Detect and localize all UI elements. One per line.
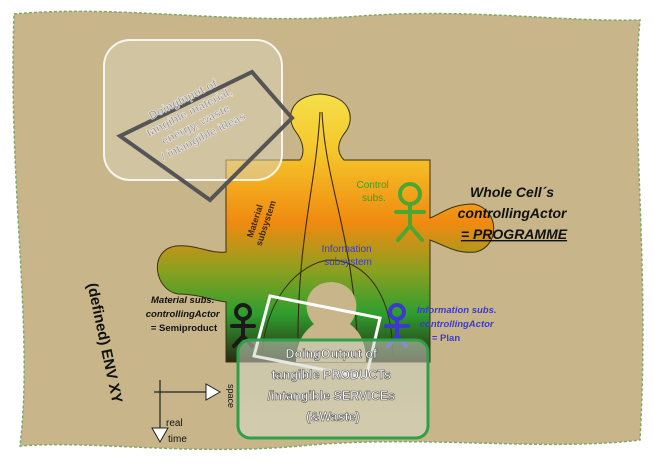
material-actor-line-2: controllingActor bbox=[146, 309, 221, 320]
control-actor-icon bbox=[394, 182, 426, 242]
input-box bbox=[103, 39, 283, 181]
subsystem-divider-right bbox=[321, 111, 359, 363]
information-actor-line-3: = Plan bbox=[432, 333, 460, 344]
information-subsystem-line-2: subsystem bbox=[324, 257, 372, 268]
material-actor-label: Material subs. controllingActor = Semipr… bbox=[146, 295, 223, 334]
output-line-1: DoingOutput of bbox=[285, 347, 377, 361]
output-box-text: DoingOutput of tangible PRODUCTs /intang… bbox=[267, 347, 398, 424]
information-actor-label: Information subs. controllingActor = Pla… bbox=[417, 305, 499, 344]
time-arrow-icon bbox=[151, 427, 169, 444]
material-actor-line-3: = Semiproduct bbox=[151, 323, 218, 334]
subsystem-divider-arc bbox=[261, 259, 393, 363]
control-subs-line-2: subs. bbox=[362, 193, 386, 204]
whole-cell-line-3: = PROGRAMME bbox=[461, 226, 568, 242]
subsystem-divider-left bbox=[297, 111, 321, 363]
output-line-3: /intangible SERVICEs bbox=[267, 389, 395, 403]
material-actor-line-1: Material subs. bbox=[151, 295, 214, 306]
information-actor-line-1: Information subs. bbox=[417, 305, 497, 316]
output-line-2: tangible PRODUCTs bbox=[272, 368, 391, 382]
space-time-axes bbox=[154, 380, 206, 428]
information-actor-line-2: controllingActor bbox=[420, 319, 495, 330]
information-subsystem-label: Information subsystem bbox=[322, 244, 375, 268]
time-axis-line-1: real bbox=[166, 418, 183, 429]
whole-cell-label: Whole Cell´s controllingActor = PROGRAMM… bbox=[458, 184, 571, 242]
whole-cell-line-2: controllingActor bbox=[458, 205, 568, 221]
time-axis-line-2: time bbox=[168, 434, 187, 445]
output-box bbox=[236, 338, 430, 440]
time-axis-label: real time bbox=[166, 418, 187, 445]
space-arrow-icon bbox=[205, 383, 222, 401]
output-line-4: (&Waste) bbox=[306, 410, 360, 424]
whole-cell-line-1: Whole Cell´s bbox=[470, 184, 554, 200]
control-subs-line-1: Control bbox=[356, 180, 388, 191]
control-subs-label: Control subs. bbox=[356, 180, 391, 204]
input-box-text: DoingInput of tangible material, energy,… bbox=[138, 72, 250, 165]
space-axis-label: space bbox=[226, 384, 236, 408]
input-arrow-shape bbox=[116, 69, 295, 203]
information-subsystem-line-1: Information bbox=[322, 244, 372, 255]
